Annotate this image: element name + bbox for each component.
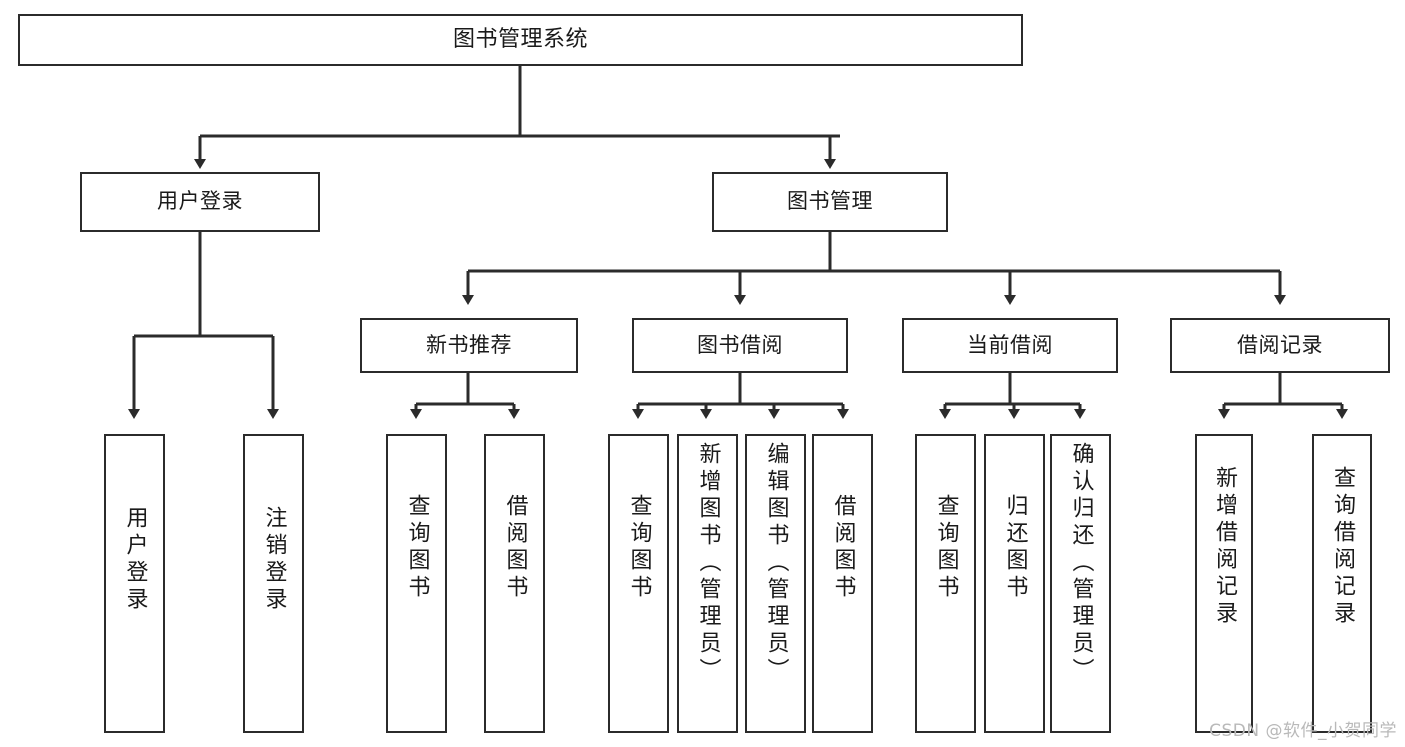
leaf-borrow-query-book[interactable]: 查询图书 <box>608 434 669 733</box>
node-label: 图书管理 <box>787 189 873 214</box>
leaf-borrow-book[interactable]: 借阅图书 <box>812 434 873 733</box>
node-label: 图书管理系统 <box>452 26 588 52</box>
leaf-recommend-query-book[interactable]: 查询图书 <box>386 434 447 733</box>
node-book-management[interactable]: 图书管理 <box>712 172 948 232</box>
leaf-confirm-return-admin[interactable]: 确认归还（管理员） <box>1050 434 1111 733</box>
node-label: 注销登录 <box>261 506 287 614</box>
leaf-current-query-book[interactable]: 查询图书 <box>915 434 976 733</box>
node-label: 用户登录 <box>122 506 148 614</box>
leaf-query-borrow-record[interactable]: 查询借阅记录 <box>1312 434 1372 733</box>
leaf-return-book[interactable]: 归还图书 <box>984 434 1045 733</box>
node-label: 图书借阅 <box>697 332 783 357</box>
node-label: 借阅图书 <box>830 494 856 602</box>
node-book-borrow[interactable]: 图书借阅 <box>632 318 848 373</box>
node-label: 新增图书（管理员） <box>695 442 721 685</box>
node-label: 用户登录 <box>157 189 243 214</box>
leaf-user-login[interactable]: 用户登录 <box>104 434 165 733</box>
node-label: 确认归还（管理员） <box>1068 442 1094 685</box>
node-label: 借阅图书 <box>502 494 528 602</box>
leaf-recommend-borrow-book[interactable]: 借阅图书 <box>484 434 545 733</box>
node-label: 查询图书 <box>404 494 430 602</box>
node-label: 查询借阅记录 <box>1330 466 1355 628</box>
node-label: 查询图书 <box>933 494 959 602</box>
leaf-add-book-admin[interactable]: 新增图书（管理员） <box>677 434 738 733</box>
leaf-logout[interactable]: 注销登录 <box>243 434 304 733</box>
leaf-add-borrow-record[interactable]: 新增借阅记录 <box>1195 434 1253 733</box>
node-current-borrow[interactable]: 当前借阅 <box>902 318 1118 373</box>
node-label: 新书推荐 <box>426 332 512 357</box>
node-root-book-management-system[interactable]: 图书管理系统 <box>18 14 1023 66</box>
node-label: 归还图书 <box>1002 494 1028 602</box>
node-user-login[interactable]: 用户登录 <box>80 172 320 232</box>
leaf-edit-book-admin[interactable]: 编辑图书（管理员） <box>745 434 806 733</box>
node-new-book-recommend[interactable]: 新书推荐 <box>360 318 578 373</box>
node-label: 借阅记录 <box>1237 332 1323 357</box>
node-label: 查询图书 <box>626 494 652 602</box>
node-label: 新增借阅记录 <box>1212 466 1237 628</box>
node-label: 编辑图书（管理员） <box>763 442 789 685</box>
node-borrow-record[interactable]: 借阅记录 <box>1170 318 1390 373</box>
node-label: 当前借阅 <box>967 332 1053 357</box>
